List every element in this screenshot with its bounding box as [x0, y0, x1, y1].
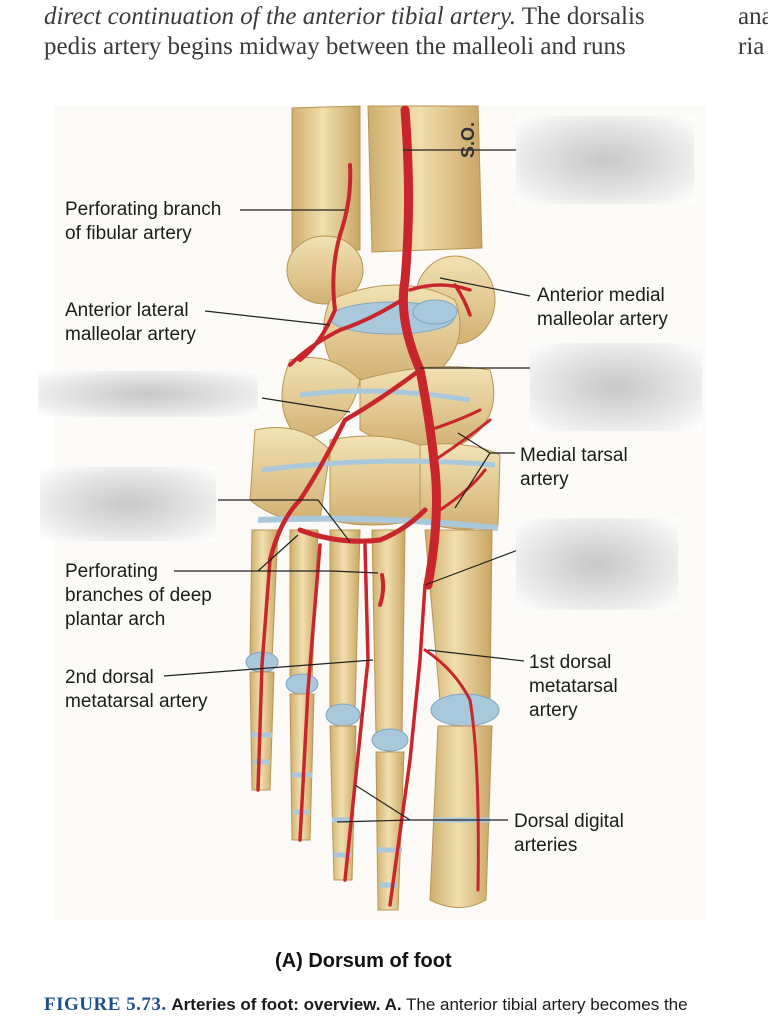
- figure-text: The anterior tibial artery becomes the: [401, 995, 688, 1014]
- initials-text: S.O.: [458, 121, 478, 158]
- 1st-dorsal-metatarsal-artery: [388, 583, 427, 907]
- body-text-italic: direct continuation of the anterior tibi…: [44, 3, 516, 30]
- label-perforating-plantar-arch: Perforating branches of deep plantar arc…: [65, 560, 212, 632]
- body-text-line-2: pedis artery begins midway between the m…: [44, 33, 626, 60]
- artery-network: [256, 105, 492, 907]
- label-line: plantar arch: [65, 609, 166, 630]
- label-line: Anterior medial: [537, 285, 665, 306]
- label-anterior-medial-malleolar: Anterior medial malleolar artery: [537, 284, 668, 332]
- label-line: Medial tarsal: [520, 445, 628, 466]
- label-line: 1st dorsal: [529, 652, 612, 673]
- metatarsal-head-cartilage: [245, 651, 500, 752]
- metatarsal-bones: [249, 529, 493, 736]
- leader-lines: [163, 149, 531, 823]
- masked-label-top-right: [516, 116, 694, 204]
- masked-label-left-lower: [40, 467, 216, 541]
- label-line: artery: [520, 469, 569, 490]
- medial-digital-artery: [423, 648, 480, 892]
- panel-caption: (A) Dorsum of foot: [275, 950, 452, 972]
- cuboid-bone: [249, 427, 331, 522]
- label-line: artery: [529, 700, 578, 721]
- 4th-dorsal-metatarsal-artery: [256, 558, 272, 792]
- cuneiform-bones: [329, 435, 421, 526]
- figure-number: FIGURE 5.73.: [44, 994, 167, 1015]
- arcuate-artery: [297, 507, 428, 544]
- right-column-text-2: ria: [738, 33, 765, 60]
- label-line: malleolar artery: [65, 324, 196, 345]
- label-line: 2nd dorsal: [65, 667, 154, 688]
- label-line: malleolar artery: [537, 309, 668, 330]
- anterior-medial-malleolar-artery: [408, 283, 472, 317]
- label-2nd-dorsal-metatarsal: 2nd dorsal metatarsal artery: [65, 666, 208, 714]
- label-line: Dorsal digital: [514, 811, 624, 832]
- deep-plantar-artery: [378, 573, 386, 607]
- tibia-bone: [367, 105, 483, 253]
- label-line: branches of deep: [65, 585, 212, 606]
- label-line: Perforating branch: [65, 199, 222, 220]
- label-perforating-branch-fibular: Perforating branch of fibular artery: [65, 198, 221, 246]
- anterior-lateral-malleolar-artery: [288, 298, 404, 367]
- perforating-branch-fibular-artery: [298, 163, 353, 362]
- body-text-line-1: direct continuation of the anterior tibi…: [44, 2, 645, 32]
- tarsometatarsal-cartilage: [257, 515, 499, 531]
- masked-label-right-lower: [516, 518, 678, 610]
- label-line: of fibular artery: [65, 223, 192, 244]
- label-medial-tarsal: Medial tarsal artery: [520, 444, 628, 492]
- label-line: metatarsal artery: [65, 691, 208, 712]
- tarsal-cartilage: [261, 458, 496, 473]
- lateral-tarsal-artery: [267, 367, 423, 563]
- body-text-rest: The dorsalis: [515, 3, 645, 30]
- midtarsal-cartilage: [299, 388, 471, 403]
- label-dorsal-digital: Dorsal digital arteries: [514, 810, 624, 858]
- medial-cartilage: [412, 299, 458, 325]
- label-1st-dorsal-metatarsal: 1st dorsal metatarsal artery: [529, 651, 618, 723]
- label-line: metatarsal: [529, 676, 618, 697]
- figure-title: Arteries of foot: overview. A.: [171, 995, 402, 1014]
- 3rd-dorsal-metatarsal-artery: [298, 543, 322, 842]
- masked-label-right-middle: [530, 343, 702, 431]
- lateral-malleolus-bone: [286, 235, 364, 305]
- label-line: Anterior lateral: [65, 300, 189, 321]
- label-anterior-lateral-malleolar: Anterior lateral malleolar artery: [65, 299, 196, 347]
- masked-label-left-middle: [38, 371, 258, 417]
- figure-legend: FIGURE 5.73. Arteries of foot: overview.…: [44, 994, 688, 1016]
- fibula-bone: [291, 105, 361, 253]
- right-column-text-1: ana: [738, 3, 768, 30]
- label-line: arteries: [514, 835, 578, 856]
- calcaneus-bone: [281, 357, 361, 441]
- illustrator-initials: S.O.: [458, 122, 479, 158]
- label-line: Perforating: [65, 561, 158, 582]
